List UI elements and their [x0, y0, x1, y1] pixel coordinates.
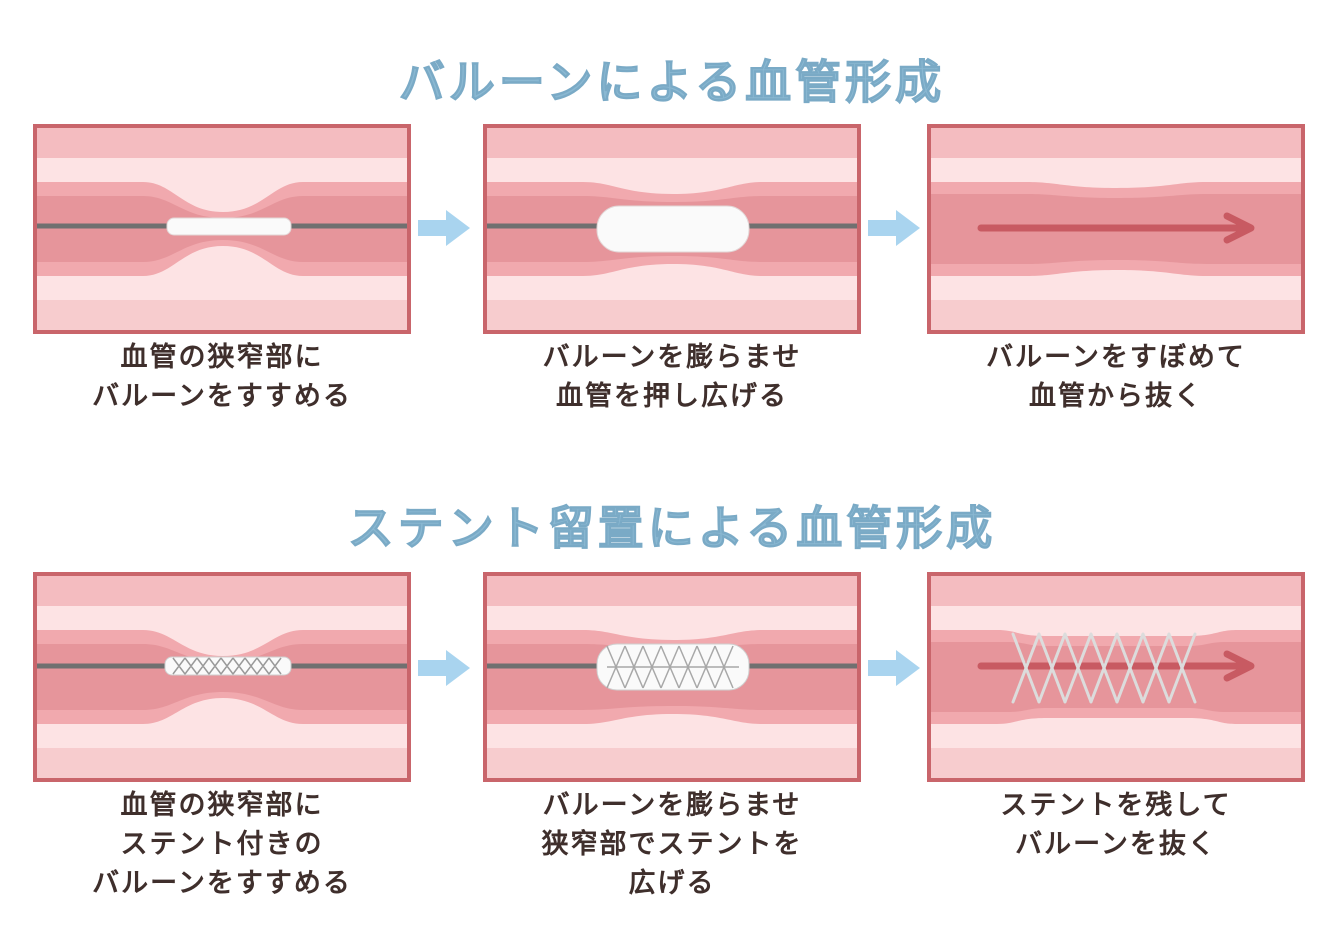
caption-line: ステント付きの [120, 829, 324, 860]
panel-stent-expand [483, 572, 861, 782]
panel-balloon-withdraw [927, 124, 1305, 334]
step-arrow-icon [866, 646, 922, 690]
flow-arrow-icon [977, 212, 1255, 244]
step-arrow-icon [416, 206, 472, 250]
stent-collapsed [164, 656, 292, 676]
caption-line: バルーンをすぼめて [986, 342, 1246, 373]
section-title-stent: ステント留置による血管形成 [347, 501, 997, 556]
caption-line: ステントを残して [1000, 790, 1232, 821]
caption-balloon-advance: 血管の狭窄部に バルーンをすすめる [12, 338, 432, 416]
step-arrow-icon [416, 646, 472, 690]
caption-line: 血管から抜く [1029, 381, 1203, 412]
panel-balloon-inflate [483, 124, 861, 334]
caption-line: 血管の狭窄部に [120, 790, 324, 821]
caption-line: 狭窄部でステントを [541, 829, 803, 860]
caption-line: バルーンを抜く [1015, 829, 1217, 860]
stent-left-in-place [1011, 632, 1197, 704]
section-title-balloon: バルーンによる血管形成 [398, 55, 946, 110]
panel-balloon-advance [33, 124, 411, 334]
caption-stent-expand: バルーンを膨らませ 狭窄部でステントを 広げる [462, 786, 882, 903]
caption-line: バルーンをすすめる [92, 381, 352, 412]
panel-stent-advance [33, 572, 411, 782]
step-arrow-icon [866, 206, 922, 250]
caption-balloon-withdraw: バルーンをすぼめて 血管から抜く [906, 338, 1326, 416]
stent-expanded [596, 643, 750, 691]
caption-stent-advance: 血管の狭窄部に ステント付きの バルーンをすすめる [12, 786, 432, 903]
caption-line: バルーンを膨らませ [542, 342, 802, 373]
caption-line: 血管を押し広げる [556, 381, 788, 412]
balloon-deflated [166, 217, 292, 236]
caption-stent-remain: ステントを残して バルーンを抜く [906, 786, 1326, 864]
panel-stent-remain [927, 572, 1305, 782]
caption-balloon-inflate: バルーンを膨らませ 血管を押し広げる [462, 338, 882, 416]
balloon-inflated [596, 205, 750, 253]
caption-line: 血管の狭窄部に [120, 342, 324, 373]
caption-line: バルーンをすすめる [92, 868, 352, 899]
caption-line: バルーンを膨らませ [542, 790, 802, 821]
caption-line: 広げる [628, 868, 716, 899]
